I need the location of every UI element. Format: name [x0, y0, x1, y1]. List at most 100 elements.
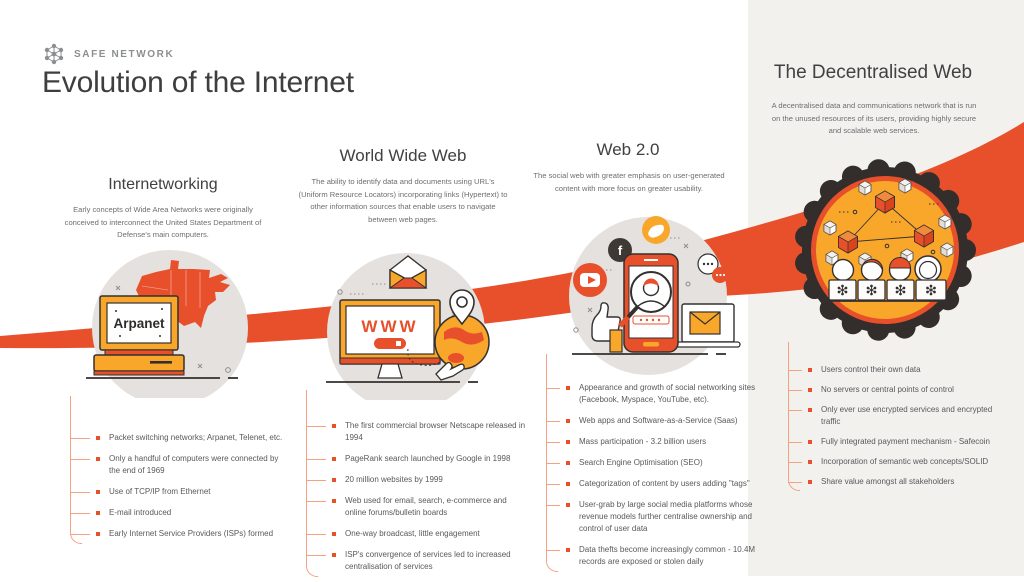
connector-tick: [306, 459, 326, 460]
bullet-text: Categorization of content by users addin…: [579, 479, 750, 488]
bullet-square-icon: [808, 388, 812, 392]
bullet-square-icon: [566, 503, 570, 507]
twitter-icon: [642, 216, 670, 244]
timeline-bullet-item: Early Internet Service Providers (ISPs) …: [70, 528, 291, 540]
section-title-internetworking: Internetworking: [108, 176, 218, 193]
connector-tick: [546, 550, 560, 551]
bullet-text: Early Internet Service Providers (ISPs) …: [109, 529, 274, 538]
section-desc-web20: The social web with greater emphasis on …: [533, 171, 725, 193]
arpanet-computer-illustration: Arpanet: [86, 250, 248, 398]
connector-tick: [70, 459, 90, 460]
connector-tick: [306, 501, 326, 502]
connector-tick: [306, 555, 326, 556]
section-desc-internetworking: Early concepts of Wide Area Networks wer…: [64, 205, 262, 240]
brand-header: SAFE NETWORK: [42, 42, 174, 66]
connector-tick: [546, 442, 560, 443]
connector-tick: [788, 462, 802, 463]
laptop-mail-icon: [675, 303, 741, 348]
bullet-square-icon: [566, 482, 570, 486]
section-title-www: World Wide Web: [339, 146, 467, 165]
bullet-text: PageRank search launched by Google in 19…: [345, 454, 511, 463]
timeline-bullet-item: Fully integrated payment mechanism - Saf…: [788, 436, 1023, 448]
connector-line: [70, 396, 82, 544]
connector-tick: [788, 410, 802, 411]
svg-text:f: f: [618, 243, 623, 258]
timeline-bullet-item: Share value amongst all stakeholders: [788, 476, 1023, 488]
bullet-text: E-mail introduced: [109, 508, 172, 517]
connector-tick: [788, 370, 802, 371]
connector-tick: [70, 492, 90, 493]
arpanet-screen-label: Arpanet: [113, 316, 165, 331]
bullet-text: User-grab by large social media platform…: [579, 500, 753, 533]
bullet-text: Appearance and growth of social networki…: [579, 383, 756, 404]
page-title: Evolution of the Internet: [42, 66, 354, 99]
bullet-square-icon: [332, 424, 336, 428]
bullet-square-icon: [808, 460, 812, 464]
connector-tick: [306, 534, 326, 535]
connector-tick: [306, 426, 326, 427]
youtube-icon: [573, 263, 607, 297]
timeline-bullet-item: 20 million websites by 1999: [306, 474, 532, 486]
bullet-text: ISP's convergence of services led to inc…: [345, 550, 511, 571]
bullet-text: Search Engine Optimisation (SEO): [579, 458, 703, 467]
bullet-text: No servers or central points of control: [821, 385, 954, 394]
bullet-text: The first commercial browser Netscape re…: [345, 421, 526, 442]
section-desc-decentralised: A decentralised data and communications …: [771, 101, 977, 136]
bullet-text: One-way broadcast, little engagement: [345, 529, 480, 538]
bullet-square-icon: [808, 440, 812, 444]
connector-tick: [70, 513, 90, 514]
timeline-bullet-item: Use of TCP/IP from Ethernet: [70, 486, 291, 498]
bullet-square-icon: [566, 461, 570, 465]
timeline-bullet-item: Search Engine Optimisation (SEO): [546, 457, 776, 469]
connector-tick: [546, 421, 560, 422]
bullet-square-icon: [332, 457, 336, 461]
bullet-text: Only ever use encrypted services and enc…: [821, 405, 993, 426]
bullet-text: Only a handful of computers were connect…: [109, 454, 279, 475]
timeline-bullet-item: Mass participation - 3.2 billion users: [546, 436, 776, 448]
bullet-square-icon: [808, 368, 812, 372]
safe-network-logo-icon: [44, 43, 64, 65]
bullet-list-internetworking: Packet switching networks; Arpanet, Tele…: [70, 396, 291, 549]
bullet-square-icon: [566, 386, 570, 390]
bullet-text: Data thefts become increasingly common -…: [579, 545, 756, 566]
phone-profile-icon: [618, 253, 679, 353]
bullet-list-www: The first commercial browser Netscape re…: [306, 390, 532, 582]
brand-name: SAFE NETWORK: [74, 48, 175, 60]
connector-tick: [546, 505, 560, 506]
bullet-square-icon: [96, 511, 100, 515]
bullet-square-icon: [96, 436, 100, 440]
section-title-web20: Web 2.0: [596, 140, 660, 159]
connector-tick: [546, 388, 560, 389]
web20-social-illustration: f: [569, 216, 741, 375]
connector-tick: [70, 438, 90, 439]
bullet-text: Incorporation of semantic web concepts/S…: [821, 457, 989, 466]
timeline-bullet-item: PageRank search launched by Google in 19…: [306, 453, 532, 465]
bullet-text: Share value amongst all stakeholders: [821, 477, 955, 486]
timeline-bullet-item: Categorization of content by users addin…: [546, 478, 776, 490]
bullet-square-icon: [808, 408, 812, 412]
bullet-text: Mass participation - 3.2 billion users: [579, 437, 707, 446]
bullet-square-icon: [566, 548, 570, 552]
arpanet-computer-icon: Arpanet: [93, 295, 185, 376]
connector-line: [306, 390, 318, 577]
connector-tick: [306, 480, 326, 481]
cursor-cable: [407, 348, 445, 366]
timeline-bullet-item: Appearance and growth of social networki…: [546, 382, 776, 406]
bullet-square-icon: [332, 499, 336, 503]
decentralised-gear-illustration: [794, 159, 976, 341]
timeline-bullet-item: Only ever use encrypted services and enc…: [788, 404, 1023, 428]
timeline-bullet-item: E-mail introduced: [70, 507, 291, 519]
bullet-list-web20: Appearance and growth of social networki…: [546, 354, 776, 577]
bullet-list-decentralised: Users control their own data No servers …: [788, 342, 1023, 496]
bullet-square-icon: [96, 490, 100, 494]
bullet-square-icon: [566, 440, 570, 444]
section-title-decentralised: The Decentralised Web: [773, 62, 973, 83]
timeline-bullet-item: No servers or central points of control: [788, 384, 1023, 396]
timeline-bullet-item: Data thefts become increasingly common -…: [546, 544, 776, 568]
connector-tick: [788, 390, 802, 391]
timeline-bullet-item: Web used for email, search, e-commerce a…: [306, 495, 532, 519]
connector-tick: [546, 484, 560, 485]
timeline-bullet-item: Only a handful of computers were connect…: [70, 453, 291, 477]
connector-line: [788, 342, 800, 491]
timeline-bullet-item: Incorporation of semantic web concepts/S…: [788, 456, 1023, 468]
